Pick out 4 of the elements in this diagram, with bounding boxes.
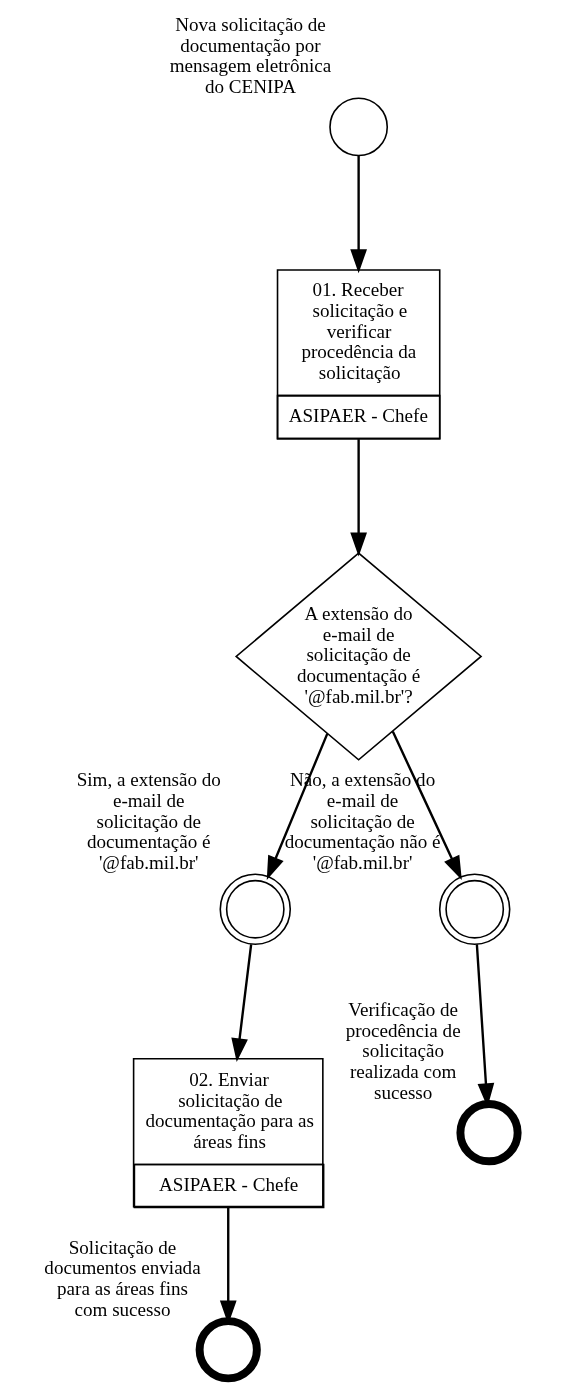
node-label: Solicitação de documentos enviada para as áreas fins com sucesso — [43, 1236, 201, 1320]
node-label: Verificação de procedência de solicitação realizada com sucesso — [345, 998, 461, 1103]
node-label: Nova solicitação de documentação por mensagem eletrônica do CENIPA — [169, 13, 331, 97]
node-label: Sim, a extensão do e-mail de solicitação de documentação é '@fab.mil.br' — [76, 769, 221, 873]
